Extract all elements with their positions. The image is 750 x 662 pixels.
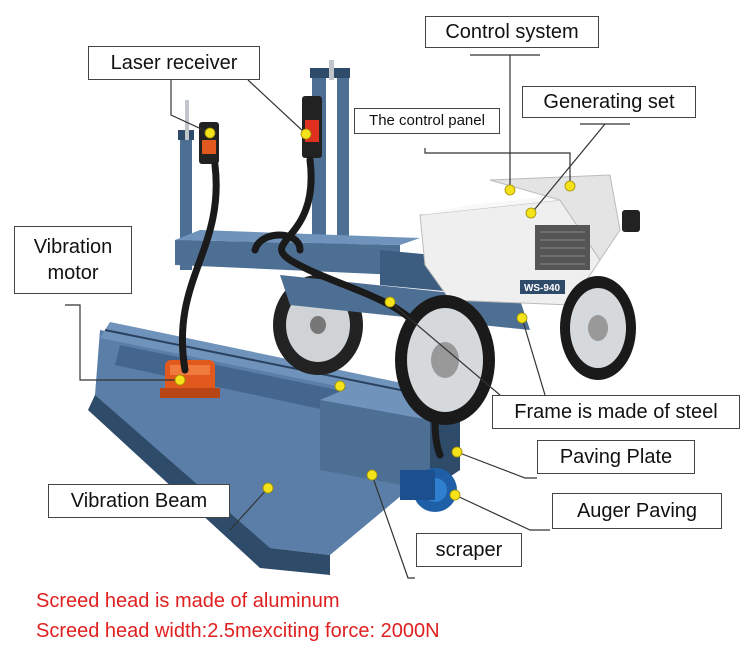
- label-auger-paving: Auger Paving: [552, 493, 722, 529]
- auger-body: [400, 468, 457, 512]
- label-laser-receiver: Laser receiver: [88, 46, 260, 80]
- note-material: Screed head is made of aluminum: [36, 590, 340, 612]
- label-paving-plate-text: Paving Plate: [559, 446, 673, 468]
- label-scraper-text: scraper: [435, 539, 503, 561]
- label-generating-set-text: Generating set: [543, 91, 675, 113]
- label-vibration-motor-text: Vibration motor: [33, 236, 113, 284]
- leader-lines: [65, 54, 630, 579]
- label-control-system: Control system: [425, 16, 599, 48]
- label-vibration-motor: Vibration motor: [14, 226, 132, 294]
- marker-dots: [174, 127, 576, 501]
- label-frame-text: Frame is made of steel: [514, 401, 718, 423]
- label-generating-set: Generating set: [522, 86, 696, 118]
- label-auger-paving-text: Auger Paving: [576, 500, 698, 522]
- label-control-panel: The control panel: [354, 108, 500, 134]
- label-control-panel-text: The control panel: [369, 112, 485, 129]
- note-specs: Screed head width:2.5mexciting force: 20…: [36, 620, 440, 642]
- label-vibration-beam: Vibration Beam: [48, 484, 230, 518]
- front-wheel-left: [395, 295, 495, 425]
- label-control-system-text: Control system: [445, 21, 579, 43]
- vibration-motor-body: [160, 360, 220, 398]
- label-scraper: scraper: [416, 533, 522, 567]
- front-wheel-right: [560, 276, 636, 380]
- model-badge: WS-940: [524, 283, 561, 294]
- label-laser-receiver-text: Laser receiver: [110, 52, 238, 74]
- label-paving-plate: Paving Plate: [537, 440, 695, 474]
- label-vibration-beam-text: Vibration Beam: [70, 490, 208, 512]
- label-frame: Frame is made of steel: [492, 395, 740, 429]
